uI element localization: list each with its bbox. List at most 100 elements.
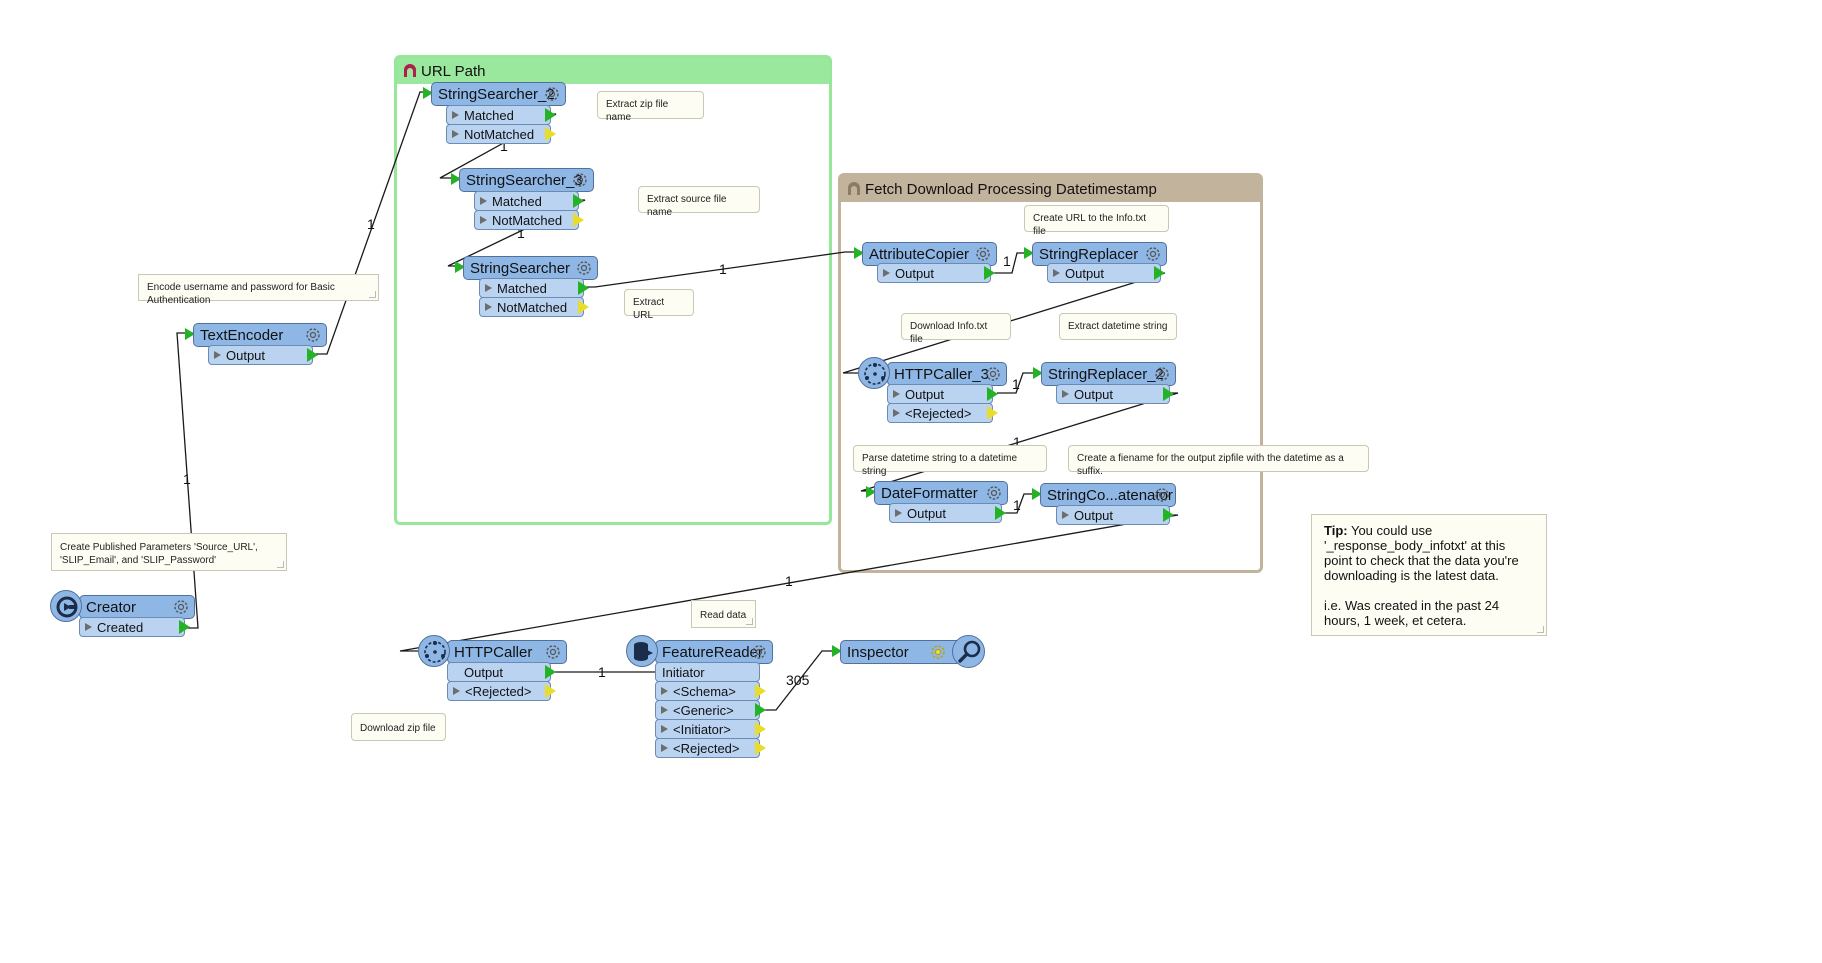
- expand-icon[interactable]: [895, 509, 902, 517]
- port-matched[interactable]: Matched: [479, 278, 589, 298]
- annotation-create-filename[interactable]: Create a fiename for the output zipfile …: [1068, 445, 1369, 477]
- output-port-icon[interactable]: [573, 194, 584, 208]
- gear-icon[interactable]: [172, 598, 190, 616]
- output-port-icon[interactable]: [755, 741, 766, 755]
- gear-icon[interactable]: [1144, 245, 1162, 263]
- stringsearcher3-header[interactable]: StringSearcher_3: [459, 168, 594, 192]
- expand-icon[interactable]: [1062, 511, 1069, 519]
- gear-icon[interactable]: [1153, 365, 1171, 383]
- output-port-icon[interactable]: [755, 703, 766, 717]
- expand-icon[interactable]: [661, 725, 668, 733]
- expand-icon[interactable]: [883, 269, 890, 277]
- gear-icon[interactable]: [984, 365, 1002, 383]
- expand-icon[interactable]: [485, 303, 492, 311]
- output-port-icon[interactable]: [987, 406, 998, 420]
- expand-icon[interactable]: [1062, 390, 1069, 398]
- annotation-parse-datetime[interactable]: Parse datetime string to a datetime stri…: [853, 445, 1047, 477]
- expand-icon[interactable]: [661, 687, 668, 695]
- port-matched[interactable]: Matched: [446, 105, 556, 125]
- attributecopier-header[interactable]: AttributeCopier: [862, 242, 997, 266]
- annotation-extract-url[interactable]: Extract URL: [624, 289, 694, 321]
- expand-icon[interactable]: [893, 409, 900, 417]
- resize-grip-icon[interactable]: [369, 291, 376, 298]
- port-initiator-output[interactable]: <Initiator>: [655, 719, 766, 739]
- resize-grip-icon[interactable]: [1537, 626, 1544, 633]
- output-port-icon[interactable]: [984, 266, 995, 280]
- gear-icon[interactable]: [575, 259, 593, 277]
- expand-icon[interactable]: [480, 197, 487, 205]
- gear-icon[interactable]: [929, 643, 947, 661]
- port-initiator-input[interactable]: Initiator: [655, 662, 760, 682]
- port-notmatched[interactable]: NotMatched: [474, 210, 584, 230]
- output-port-icon[interactable]: [545, 665, 556, 679]
- httpcaller3-header[interactable]: HTTPCaller_3: [887, 362, 1007, 386]
- bookmark-fetch-datetimestamp[interactable]: Fetch Download Processing Datetimestamp: [838, 173, 1263, 573]
- gear-icon[interactable]: [974, 245, 992, 263]
- expand-icon[interactable]: [1053, 269, 1060, 277]
- output-port-icon[interactable]: [987, 387, 998, 401]
- port-rejected[interactable]: <Rejected>: [655, 738, 766, 758]
- gear-icon[interactable]: [985, 484, 1003, 502]
- output-port-icon[interactable]: [1154, 266, 1165, 280]
- stringsearcher2-header[interactable]: StringSearcher_2: [431, 82, 566, 106]
- expand-icon[interactable]: [453, 687, 460, 695]
- gear-icon[interactable]: [304, 326, 322, 344]
- annotation-extract-zip[interactable]: Extract zip file name: [597, 91, 704, 123]
- expand-icon[interactable]: [661, 706, 668, 714]
- port-output[interactable]: Output: [208, 345, 318, 365]
- output-port-icon[interactable]: [1163, 508, 1174, 522]
- resize-grip-icon[interactable]: [746, 618, 753, 625]
- output-port-icon[interactable]: [545, 108, 556, 122]
- annotation-extract-source[interactable]: Extract source file name: [638, 186, 760, 218]
- output-port-icon[interactable]: [578, 300, 589, 314]
- expand-icon[interactable]: [452, 130, 459, 138]
- gear-icon[interactable]: [750, 643, 768, 661]
- annotation-create-url[interactable]: Create URL to the Info.txt file: [1024, 205, 1169, 237]
- httpcaller-header[interactable]: HTTPCaller: [447, 640, 567, 664]
- annotation-read-data[interactable]: Read data: [691, 600, 756, 628]
- featurereader-header[interactable]: FeatureReader: [655, 640, 773, 664]
- inspector-magnifier-icon[interactable]: [952, 635, 985, 668]
- output-port-icon[interactable]: [545, 127, 556, 141]
- output-port-icon[interactable]: [573, 213, 584, 227]
- input-port-icon[interactable]: [451, 173, 461, 185]
- output-port-icon[interactable]: [755, 722, 766, 736]
- annotation-extract-datetime[interactable]: Extract datetime string: [1059, 313, 1177, 340]
- output-port-icon[interactable]: [995, 506, 1006, 520]
- port-notmatched[interactable]: NotMatched: [446, 124, 556, 144]
- stringconcatenator-header[interactable]: StringCo...atenator: [1040, 483, 1176, 507]
- port-output[interactable]: Output: [447, 662, 556, 682]
- gear-icon[interactable]: [544, 643, 562, 661]
- output-port-icon[interactable]: [755, 684, 766, 698]
- port-output[interactable]: Output: [1047, 263, 1165, 283]
- port-notmatched[interactable]: NotMatched: [479, 297, 589, 317]
- textencoder-header[interactable]: TextEncoder: [193, 323, 327, 347]
- port-created[interactable]: Created: [79, 617, 190, 637]
- port-schema[interactable]: <Schema>: [655, 681, 766, 701]
- gear-icon[interactable]: [1153, 486, 1171, 504]
- expand-icon[interactable]: [485, 284, 492, 292]
- port-output[interactable]: Output: [887, 384, 998, 404]
- dateformatter-header[interactable]: DateFormatter: [874, 481, 1008, 505]
- output-port-icon[interactable]: [578, 281, 589, 295]
- port-output[interactable]: Output: [1056, 505, 1174, 525]
- port-output[interactable]: Output: [889, 503, 1006, 523]
- output-port-icon[interactable]: [545, 684, 556, 698]
- creator-header[interactable]: Creator: [79, 595, 195, 619]
- annotation-download-zip[interactable]: Download zip file: [351, 713, 446, 741]
- annotation-encode[interactable]: Encode username and password for Basic A…: [138, 274, 379, 306]
- resize-grip-icon[interactable]: [277, 561, 284, 568]
- port-matched[interactable]: Matched: [474, 191, 584, 211]
- expand-icon[interactable]: [214, 351, 221, 359]
- tip-annotation[interactable]: Tip: You could use '_response_body_infot…: [1311, 514, 1547, 636]
- input-port-icon[interactable]: [455, 261, 465, 273]
- expand-icon[interactable]: [85, 623, 92, 631]
- port-output[interactable]: Output: [877, 263, 995, 283]
- inspector-header[interactable]: Inspector: [840, 640, 968, 664]
- annotation-download-info[interactable]: Download Info.txt file: [901, 313, 1011, 345]
- port-rejected[interactable]: <Rejected>: [447, 681, 556, 701]
- port-generic[interactable]: <Generic>: [655, 700, 766, 720]
- port-output[interactable]: Output: [1056, 384, 1174, 404]
- stringreplacer2-header[interactable]: StringReplacer_2: [1041, 362, 1176, 386]
